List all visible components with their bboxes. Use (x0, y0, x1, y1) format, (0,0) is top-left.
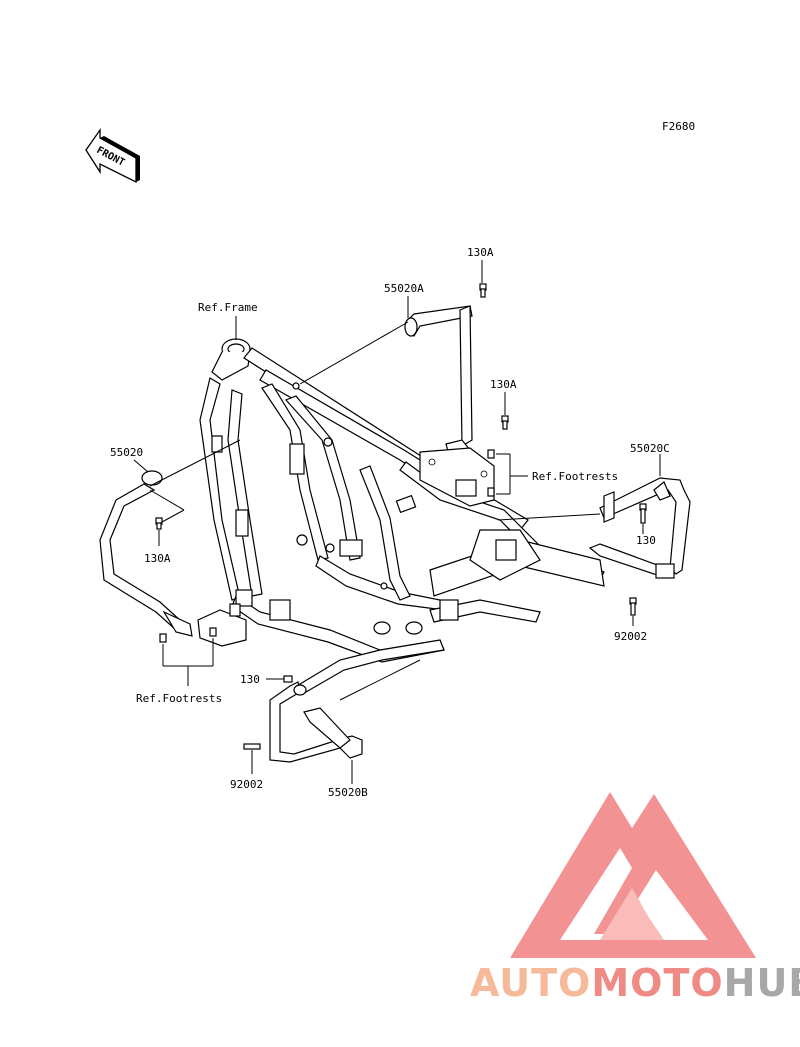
label-92002-left: 92002 (230, 778, 263, 791)
label-55020B: 55020B (328, 786, 368, 799)
frame-assembly (199, 338, 605, 663)
label-55020C: 55020C (630, 442, 670, 455)
label-130-left: 130 (240, 673, 260, 686)
label-130-right: 130 (636, 534, 656, 547)
bolt-92002-left (243, 743, 261, 750)
bolt-130A-mid (501, 415, 509, 430)
watermark-moto: MOTO (591, 961, 723, 1005)
front-arrow-icon: FRONT (85, 127, 140, 184)
watermark-auto: AUTO (470, 961, 591, 1005)
guard-55020 (99, 470, 193, 637)
bolt-130-left (283, 675, 293, 683)
bolt-130A-left (155, 517, 163, 530)
bolt-92002-right (629, 597, 637, 616)
footrest-bolts-left (159, 627, 217, 643)
label-ref-footrests-left: Ref.Footrests (136, 692, 222, 705)
guard-55020A (404, 305, 473, 459)
leader-lines (133, 260, 661, 784)
label-ref-frame: Ref.Frame (198, 301, 258, 314)
label-130A-left: 130A (144, 552, 171, 565)
figure-code: F2680 (662, 120, 695, 133)
label-130A-mid: 130A (490, 378, 517, 391)
bolt-130A-top (479, 283, 487, 298)
guard-55020C (588, 477, 691, 579)
footrest-bracket-left (197, 603, 247, 647)
label-55020: 55020 (110, 446, 143, 459)
bolt-130-right (639, 503, 647, 524)
label-92002-right: 92002 (614, 630, 647, 643)
label-130A-top: 130A (467, 246, 494, 259)
footrest-bracket-right (419, 447, 495, 507)
watermark-text: AUTOMOTOHUB (470, 961, 800, 1005)
footrest-bolts-right (487, 449, 495, 497)
label-ref-footrests-right: Ref.Footrests (532, 470, 618, 483)
label-55020A: 55020A (384, 282, 424, 295)
guard-55020B (269, 639, 445, 763)
watermark-hub: HUB (724, 961, 800, 1005)
automotohub-logo (510, 792, 756, 958)
